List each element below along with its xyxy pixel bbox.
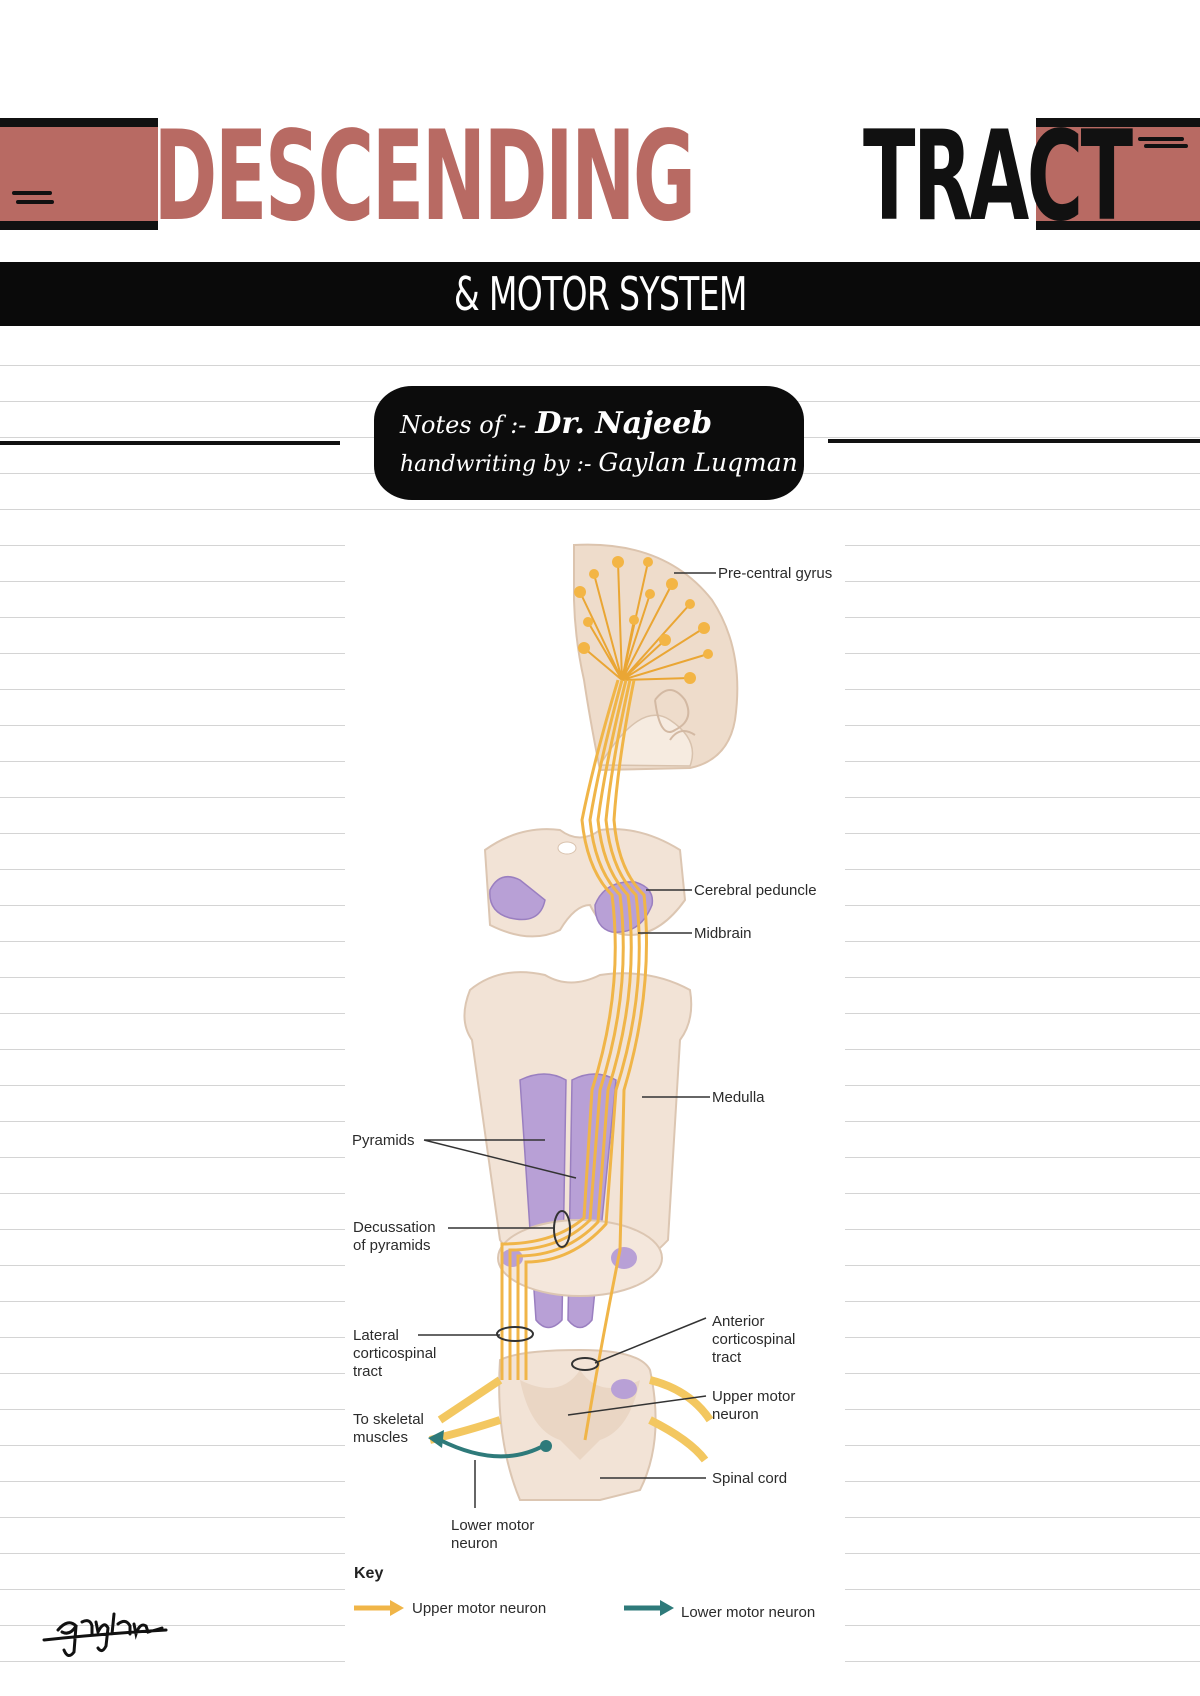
label-upper-motor-line2: neuron (712, 1406, 759, 1423)
subtitle-bar: & MOTOR SYSTEM (0, 262, 1200, 326)
notes-author: Dr. Najeeb (535, 406, 712, 441)
diagram-key: Key Upper motor neuron Lower motor neuro… (354, 1565, 815, 1621)
page-title: DESCENDING TRACT (0, 112, 1200, 242)
label-anterior-line1: Anterior (712, 1313, 765, 1330)
diagram-panel: Pre-central gyrus Cerebral peduncle Midb… (345, 525, 845, 1675)
title-word-descending: DESCENDING (153, 115, 693, 239)
label-upper-motor-line1: Upper motor (712, 1388, 795, 1405)
label-precentral-gyrus: Pre-central gyrus (718, 565, 832, 582)
label-lower-motor-line2: neuron (451, 1535, 498, 1552)
label-spinal-cord: Spinal cord (712, 1470, 787, 1487)
handwriting-author: Gaylan Luqman (598, 448, 797, 477)
descending-tract-diagram: Pre-central gyrus Cerebral peduncle Midb… (345, 525, 845, 1675)
label-decussation-line1: Decussation (353, 1219, 436, 1236)
label-skeletal-line2: muscles (353, 1429, 408, 1446)
label-lower-motor-line1: Lower motor (451, 1517, 534, 1534)
label-cerebral-peduncle: Cerebral peduncle (694, 882, 817, 899)
label-lateral-line3: tract (353, 1363, 383, 1380)
label-lateral-line1: Lateral (353, 1327, 399, 1344)
signature-mark: gaylan (38, 1590, 188, 1670)
medulla-section (464, 972, 691, 1327)
notes-label: Notes of :- (400, 411, 526, 439)
title-word-tract: TRACT (863, 115, 1131, 239)
cortex-section (574, 545, 737, 770)
subtitle-text: & MOTOR SYSTEM (454, 267, 747, 321)
handwriting-label: handwriting by :- (400, 452, 591, 477)
label-midbrain: Midbrain (694, 925, 752, 942)
label-anterior-line2: corticospinal (712, 1331, 795, 1348)
label-decussation-line2: of pyramids (353, 1237, 431, 1254)
key-upper-label: Upper motor neuron (412, 1600, 546, 1617)
key-title: Key (354, 1565, 383, 1582)
label-pyramids: Pyramids (352, 1132, 415, 1149)
label-skeletal-line1: To skeletal (353, 1411, 424, 1428)
notes-credit-box: Notes of :- Dr. Najeeb handwriting by :-… (374, 386, 804, 500)
key-lower-label: Lower motor neuron (681, 1604, 815, 1621)
label-lateral-line2: corticospinal (353, 1345, 436, 1362)
label-medulla: Medulla (712, 1089, 765, 1106)
label-anterior-line3: tract (712, 1349, 742, 1366)
